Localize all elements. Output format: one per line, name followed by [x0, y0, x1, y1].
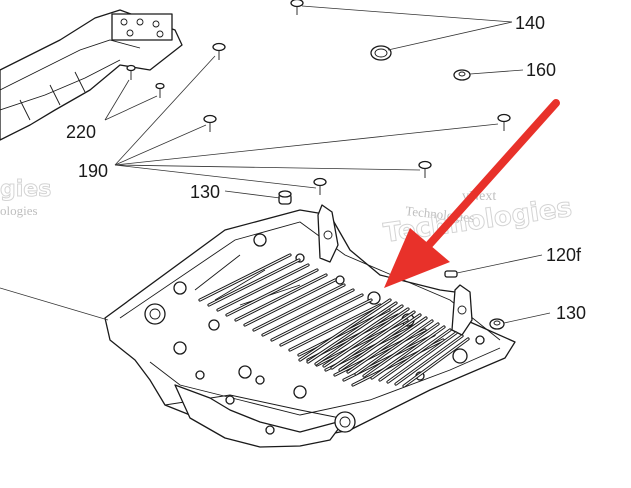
bolt-220-a: [126, 64, 136, 80]
rib-line: [371, 326, 445, 379]
bolt-190-e: [313, 177, 327, 195]
bolt-190-a: [212, 42, 226, 60]
rib-line: [347, 317, 427, 373]
skid-plate-ribs: [198, 253, 470, 388]
rib-line: [289, 304, 381, 351]
part-120f: [444, 270, 458, 278]
skid-plate-part: [104, 204, 516, 448]
watermark-left-gies: gies: [0, 177, 51, 202]
rib-line: [387, 332, 457, 383]
rib-line: [307, 302, 397, 363]
bolt-140: [290, 0, 304, 15]
rib-line: [244, 279, 336, 326]
rib-line: [199, 254, 291, 301]
callout-140: 140: [515, 13, 545, 33]
rib-line: [323, 308, 409, 367]
bolt-220-b: [155, 82, 165, 98]
rib-line: [226, 269, 318, 316]
rib-line: [315, 305, 403, 365]
rib-line: [280, 299, 372, 346]
rib-line: [262, 289, 354, 336]
rib-line: [299, 299, 391, 361]
rib-line: [403, 338, 469, 387]
rib-line: [395, 335, 463, 385]
watermark-left-ologies: ologies: [0, 203, 38, 218]
rib-line: [363, 323, 439, 377]
bolt-190-c: [497, 113, 511, 131]
red-arrow-pointer: [384, 99, 560, 288]
rib-line: [355, 320, 433, 375]
callout-220: 220: [66, 122, 96, 142]
bolt-190-b: [203, 114, 217, 132]
callout-130-right: 130: [556, 303, 586, 323]
nut-130-top: [278, 190, 292, 205]
rib-line: [253, 284, 345, 331]
rib-line: [208, 259, 300, 306]
frame-bracket-part: [0, 9, 183, 141]
callout-120f: 120f: [546, 245, 582, 265]
rib-line: [235, 274, 327, 321]
rib-line: [271, 294, 363, 341]
rib-line: [379, 329, 451, 381]
callout-160: 160: [526, 60, 556, 80]
rib-line: [217, 264, 309, 311]
leader-lines: [0, 5, 551, 324]
rib-line: [339, 314, 421, 371]
washer-160: [453, 69, 471, 81]
callout-130-top: 130: [190, 182, 220, 202]
rib-line: [331, 311, 415, 369]
callout-190: 190: [78, 161, 108, 181]
o-ring-140: [370, 45, 392, 61]
bolt-190-d: [418, 160, 432, 178]
nut-130-right: [489, 318, 505, 330]
